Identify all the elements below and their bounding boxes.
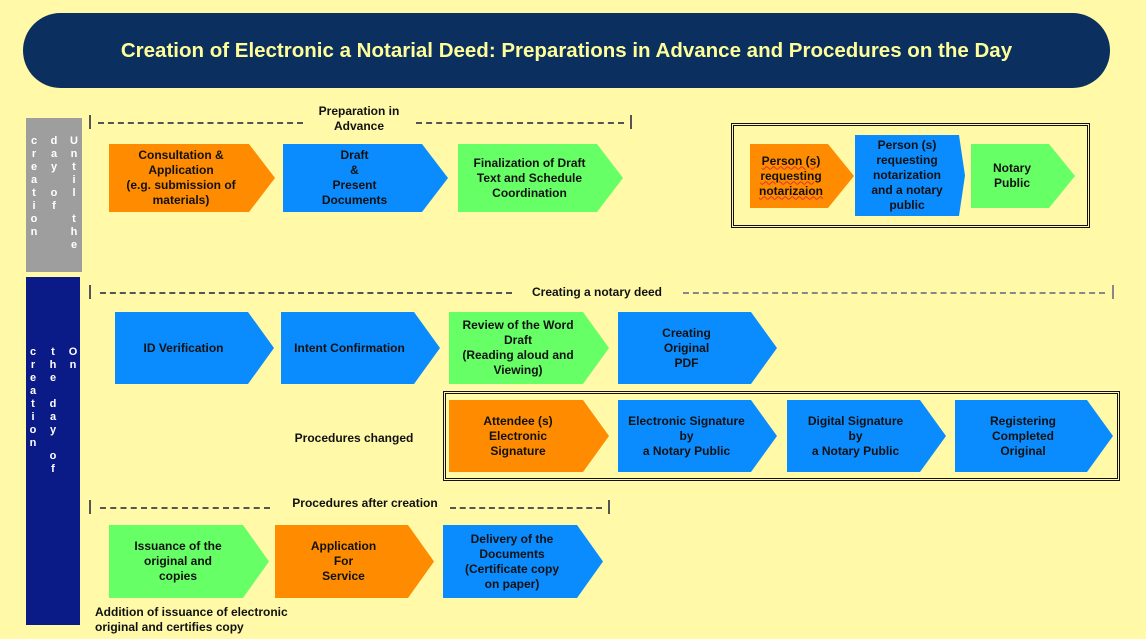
bracket-tick: [1112, 285, 1114, 299]
legend-person-and-notary: Person (s) requesting notarization and a…: [855, 135, 965, 216]
step-id-verification: ID Verification: [115, 312, 274, 384]
title-banner: Creation of Electronic a Notarial Deed: …: [23, 13, 1110, 88]
legend-frame: [731, 123, 1090, 228]
side-label-on-day: On the day of creation: [26, 277, 80, 625]
step-registering-original: Registering Completed Original: [955, 400, 1113, 472]
side-label-text: Until the day of creation: [28, 135, 80, 252]
dashed-line: [100, 507, 270, 510]
step-draft: Draft & Present Documents: [283, 144, 448, 212]
step-finalization: Finalization of Draft Text and Schedule …: [458, 144, 623, 212]
bracket-tick: [630, 115, 632, 129]
step-notary-electronic-signature: Electronic Signature by a Notary Public: [618, 400, 777, 472]
step-delivery: Delivery of the Documents (Certificate c…: [443, 525, 603, 598]
step-attendee-signature: Attendee (s) Electronic Signature: [449, 400, 609, 472]
page-title: Creation of Electronic a Notarial Deed: …: [120, 38, 1013, 62]
bracket-tick: [89, 285, 91, 299]
dashed-line: [98, 122, 303, 125]
bracket-tick: [89, 115, 91, 129]
changed-procedures-frame: [443, 391, 1120, 481]
section-creating-label: Creating a notary deed: [531, 285, 663, 299]
dashed-line: [100, 292, 512, 295]
step-notary-digital-signature: Digital Signature by a Notary Public: [787, 400, 946, 472]
side-label-text: On the day of creation: [27, 346, 79, 476]
step-issuance: Issuance of the original and copies: [109, 525, 269, 598]
step-review-draft: Review of the Word Draft (Reading aloud …: [449, 312, 609, 384]
bracket-tick: [608, 500, 610, 514]
dashed-line: [683, 292, 1105, 295]
legend-label: Person (s) requesting notarizaion: [758, 153, 823, 198]
section-after-label: Procedures after creation: [292, 496, 438, 510]
step-application-service: Application For Service: [275, 525, 434, 598]
legend-notary-public: Notary Public: [971, 144, 1075, 208]
side-label-before-day: Until the day of creation: [26, 118, 82, 272]
footnote: Addition of issuance of electronic origi…: [95, 605, 288, 634]
dashed-line: [416, 122, 624, 125]
step-creating-pdf: Creating Original PDF: [618, 312, 777, 384]
dashed-line: [450, 507, 602, 510]
section-preparation-label: Preparation in Advance: [318, 104, 400, 133]
procedures-changed-label: Procedures changed: [294, 431, 414, 445]
bracket-tick: [89, 500, 91, 514]
step-consultation: Consultation & Application (e.g. submiss…: [109, 144, 275, 212]
step-intent-confirmation: Intent Confirmation: [281, 312, 440, 384]
